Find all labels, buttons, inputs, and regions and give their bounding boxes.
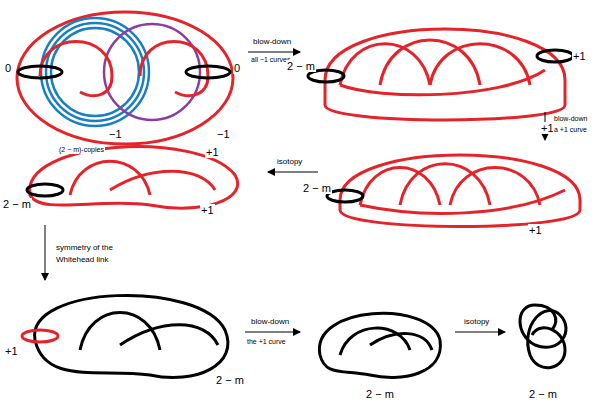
curve-label: 2 − m [215, 374, 245, 386]
arrow-label: isotopy [463, 318, 490, 327]
figure-eight-knot [520, 305, 566, 368]
curve-label: 2 − m [286, 60, 316, 72]
curve-label: +1 [205, 146, 220, 158]
curve-label: +1 [572, 50, 587, 62]
arrow-label: the +1 curve [246, 338, 287, 346]
curve-label: 2 − m [365, 388, 395, 400]
arrow-label: blow-down [252, 38, 292, 47]
curve-label: 0 [233, 62, 241, 74]
curve-label: −1 [108, 128, 123, 140]
arrow-label: Whitehead link [55, 256, 109, 265]
note-label: (2 − m)-copies [58, 146, 105, 154]
curve-label: +1 [528, 224, 543, 236]
panel-one [17, 12, 233, 144]
curve-label: 2 − m [2, 198, 32, 210]
panel-six [319, 313, 440, 377]
panel-five [22, 295, 228, 377]
panel-two [308, 29, 573, 120]
arrow-label: blow-down [553, 115, 588, 123]
arrow-label: isotopy [276, 158, 303, 167]
curve-label: +1 [200, 204, 215, 216]
curve-label: 2 − m [302, 182, 332, 194]
curve-label: 0 [4, 62, 12, 74]
arrow-label: blow-down [250, 318, 290, 327]
panel-four [27, 147, 238, 208]
curve-label: −1 [216, 128, 231, 140]
arrow-label: a +1 curve [553, 126, 588, 134]
curve-label: 2 − m [528, 388, 558, 400]
curve-label: +1 [4, 345, 19, 357]
panel-three [327, 155, 580, 227]
arrow-label: symmetry of the [55, 244, 114, 253]
